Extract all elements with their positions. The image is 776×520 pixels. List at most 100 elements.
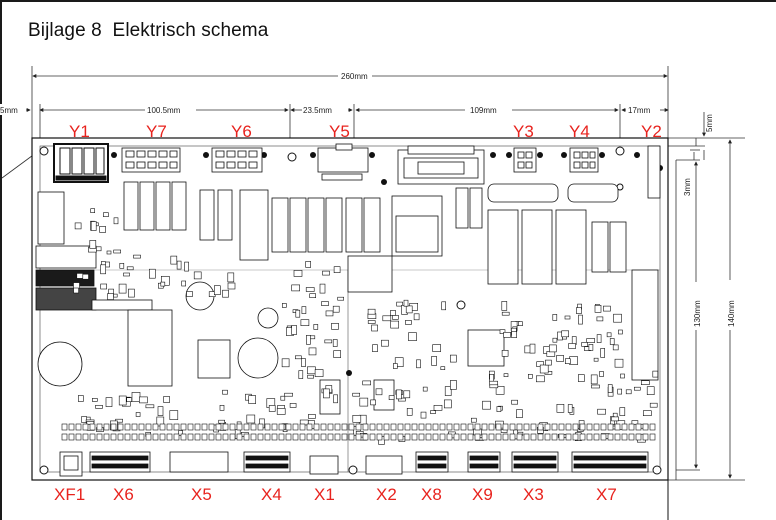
smd-component xyxy=(227,272,235,283)
smd-component xyxy=(527,373,533,379)
resistor-pad xyxy=(138,433,145,441)
resistor-pad xyxy=(68,433,75,441)
resistor-pad xyxy=(397,423,404,431)
resistor-pad xyxy=(411,423,418,431)
mounting-holes xyxy=(39,146,662,475)
smd-component xyxy=(281,358,290,368)
connector-y1-footprint xyxy=(53,143,109,183)
resistor-pad xyxy=(187,423,194,431)
resistor-pad xyxy=(446,423,453,431)
resistor-pad xyxy=(173,423,180,431)
resistor-pad xyxy=(306,433,313,441)
smd-component xyxy=(594,304,602,313)
smd-component xyxy=(118,395,127,406)
smd-component xyxy=(441,301,447,311)
resistor-pad xyxy=(236,433,243,441)
resistor-pad xyxy=(621,423,628,431)
resistor-pad xyxy=(572,423,579,431)
label-y5: Y5 xyxy=(329,122,350,141)
smd-component xyxy=(609,338,615,345)
smd-component xyxy=(518,321,523,327)
label-y4: Y4 xyxy=(569,122,590,141)
smd-component xyxy=(321,301,329,306)
resistor-pad xyxy=(642,423,649,431)
smd-component xyxy=(222,389,228,395)
resistor-pad xyxy=(327,433,334,441)
smd-component xyxy=(625,389,632,395)
smd-component xyxy=(501,311,510,316)
smd-component xyxy=(564,358,571,365)
resistor-pad xyxy=(397,433,404,441)
resistor-pad xyxy=(537,423,544,431)
resistor-pad xyxy=(159,423,166,431)
label-y6: Y6 xyxy=(231,122,252,141)
smd-component xyxy=(430,410,436,414)
label-x5: X5 xyxy=(191,485,212,504)
smd-component xyxy=(324,339,333,344)
resistor-pad xyxy=(348,423,355,431)
resistor-pad xyxy=(537,433,544,441)
smd-component xyxy=(596,316,604,322)
smd-component xyxy=(119,262,125,269)
resistor-pad xyxy=(530,423,537,431)
smd-component xyxy=(99,226,106,233)
smd-component xyxy=(597,408,606,415)
smd-component xyxy=(578,314,583,325)
resistor-pad xyxy=(208,423,215,431)
smd-component xyxy=(545,359,552,366)
resistor-pad xyxy=(124,423,131,431)
resistor-pad xyxy=(264,423,271,431)
smd-component xyxy=(82,273,89,280)
smd-component xyxy=(319,283,326,294)
resistor-pad xyxy=(180,433,187,441)
dim-span-y6-y5: 23.5mm xyxy=(303,106,332,115)
resistor-pad xyxy=(250,423,257,431)
resistor-pad xyxy=(243,433,250,441)
resistor-pad xyxy=(292,423,299,431)
connector-x3-footprint xyxy=(511,451,559,473)
resistor-pad xyxy=(376,423,383,431)
smd-component xyxy=(323,388,330,399)
smd-component xyxy=(331,322,339,330)
smd-component xyxy=(352,414,362,423)
resistor-pad xyxy=(579,423,586,431)
resistor-pad xyxy=(250,433,257,441)
resistor-pad xyxy=(614,423,621,431)
resistor-pad xyxy=(425,433,432,441)
resistor-pad xyxy=(243,423,250,431)
smd-component xyxy=(305,261,312,268)
resistor-pad xyxy=(215,423,222,431)
smd-component xyxy=(118,283,127,294)
smd-component xyxy=(567,404,573,413)
resistor-pad xyxy=(145,433,152,441)
smd-component xyxy=(564,315,571,320)
smd-component xyxy=(370,399,376,406)
dim-overall-height: 140mm xyxy=(727,300,736,327)
smd-component xyxy=(382,315,392,322)
smd-component xyxy=(420,411,427,419)
smd-component xyxy=(135,412,141,417)
smd-component xyxy=(405,305,413,314)
smd-component xyxy=(193,271,202,280)
resistor-pad xyxy=(348,433,355,441)
smd-component xyxy=(503,331,511,338)
resistor-pad xyxy=(285,423,292,431)
resistor-pad xyxy=(278,433,285,441)
smd-component xyxy=(646,386,655,396)
smd-component xyxy=(552,314,558,321)
power-section xyxy=(35,191,505,415)
resistor-pad xyxy=(523,423,530,431)
connector-x8-footprint xyxy=(415,451,449,473)
smd-component xyxy=(163,396,170,403)
smd-component xyxy=(128,288,135,298)
smd-component xyxy=(619,407,626,416)
smd-component xyxy=(113,249,121,254)
smd-component xyxy=(503,373,509,378)
smd-component xyxy=(126,397,132,403)
smd-component xyxy=(307,374,314,379)
resistor-pad xyxy=(131,433,138,441)
smd-component xyxy=(227,282,236,290)
smd-component xyxy=(482,400,491,410)
smd-component xyxy=(367,308,376,315)
resistor-pad xyxy=(299,423,306,431)
